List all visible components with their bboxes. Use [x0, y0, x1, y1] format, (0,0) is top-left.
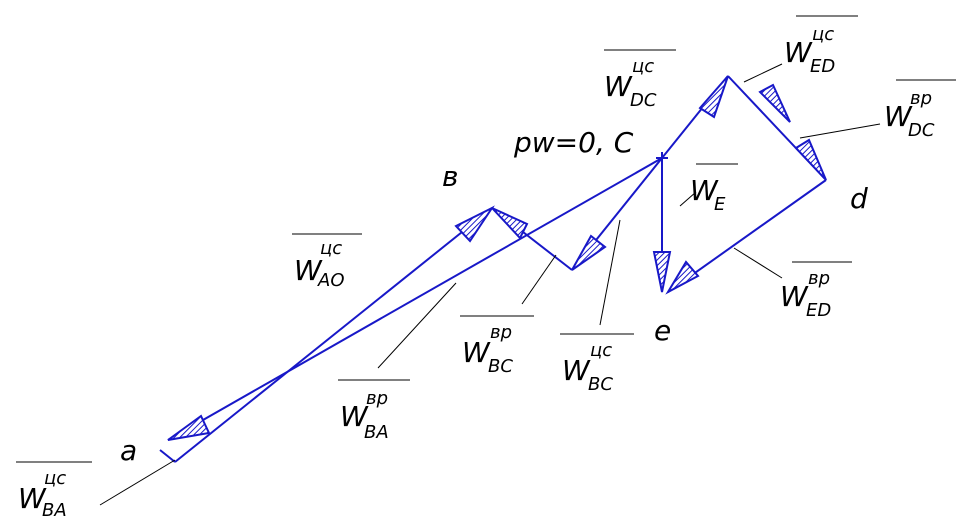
vector-base: W	[690, 174, 719, 207]
vector-base: W	[18, 482, 47, 515]
vector-superscript: вр	[366, 388, 388, 409]
vector-subscript: BC	[488, 356, 513, 377]
vector-superscript: вр	[910, 88, 932, 109]
vector-base: W	[604, 70, 633, 103]
label-W-BA-vr: W вр BA	[338, 379, 410, 443]
point-label-d: d	[850, 182, 868, 215]
leader-W-ED-vr	[733, 247, 783, 279]
label-W-DC-cs: W цс DC	[604, 49, 676, 111]
label-W-BC-cs: W цс BC	[560, 333, 634, 395]
vector-subscript: DC	[630, 90, 657, 111]
label-W-ED-cs: W цс ED	[784, 15, 858, 77]
vector-subscript: ED	[810, 56, 835, 77]
vector-base: W	[780, 280, 809, 313]
label-W-DC-vr: W вр DC	[884, 79, 956, 141]
arrowheads	[167, 75, 827, 441]
vector-pole-to-a	[167, 157, 663, 441]
point-label-a: a	[120, 434, 137, 467]
vector-base: W	[784, 36, 813, 69]
vector-base: W	[462, 336, 491, 369]
pole-label: pw=0, C	[513, 126, 634, 159]
vector-subscript: ED	[806, 300, 831, 321]
vector-superscript: вр	[490, 322, 512, 343]
leader-W-BC-cs	[599, 219, 621, 326]
label-W-BA-cs: W цс BA	[16, 461, 92, 521]
arrow-at-a	[167, 414, 211, 441]
vector-subscript: E	[714, 194, 726, 215]
leader-W-BA-vr	[377, 282, 457, 369]
vector-base: W	[562, 354, 591, 387]
vector-subscript: BA	[42, 500, 67, 521]
label-W-AO-cs: W цс AO	[292, 233, 362, 291]
vector-superscript: цс	[632, 56, 654, 77]
arrow-at-ed-cs	[758, 83, 791, 123]
arrow-at-bc	[571, 234, 607, 271]
vector-base: W	[340, 400, 369, 433]
vector-lines	[159, 75, 827, 463]
leader-lines	[99, 63, 881, 506]
vector-a-closing	[159, 449, 176, 463]
arrow-at-e-vert	[652, 251, 672, 293]
label-W-BC-vr: W вр BC	[460, 315, 534, 377]
point-label-e: e	[654, 314, 671, 347]
leader-W-ED-cs	[743, 63, 783, 83]
leader-W-DC-vr	[799, 123, 881, 139]
label-W-ED-vr: W вр ED	[780, 261, 852, 321]
arrow-at-d	[794, 138, 827, 181]
vector-base: W	[884, 100, 913, 133]
leader-W-E	[679, 191, 697, 207]
vector-superscript: цс	[590, 340, 612, 361]
vector-labels: W цс AO W цс BA W вр BA W вр BC W	[16, 15, 956, 521]
label-W-E: W E	[690, 163, 738, 215]
vector-superscript: вр	[808, 268, 830, 289]
arrow-at-b-back	[491, 207, 529, 240]
vector-subscript: BC	[588, 374, 613, 395]
arrow-at-e-diag	[665, 260, 700, 295]
vector-superscript: цс	[44, 468, 66, 489]
arrow-at-dc	[698, 75, 729, 119]
vector-base: W	[294, 254, 323, 287]
vector-a-to-b	[174, 207, 493, 463]
point-labels: a в d e pw=0, C	[120, 126, 868, 467]
vector-subscript: BA	[364, 422, 389, 443]
leader-W-BA-cs	[99, 459, 176, 506]
vector-superscript: цс	[320, 238, 342, 259]
arrow-at-b	[454, 205, 495, 243]
vector-superscript: цс	[812, 24, 834, 45]
vector-subscript: AO	[317, 270, 344, 291]
leader-W-BC-vr	[521, 254, 557, 305]
point-label-b: в	[442, 160, 459, 193]
vector-subscript: DC	[908, 120, 935, 141]
